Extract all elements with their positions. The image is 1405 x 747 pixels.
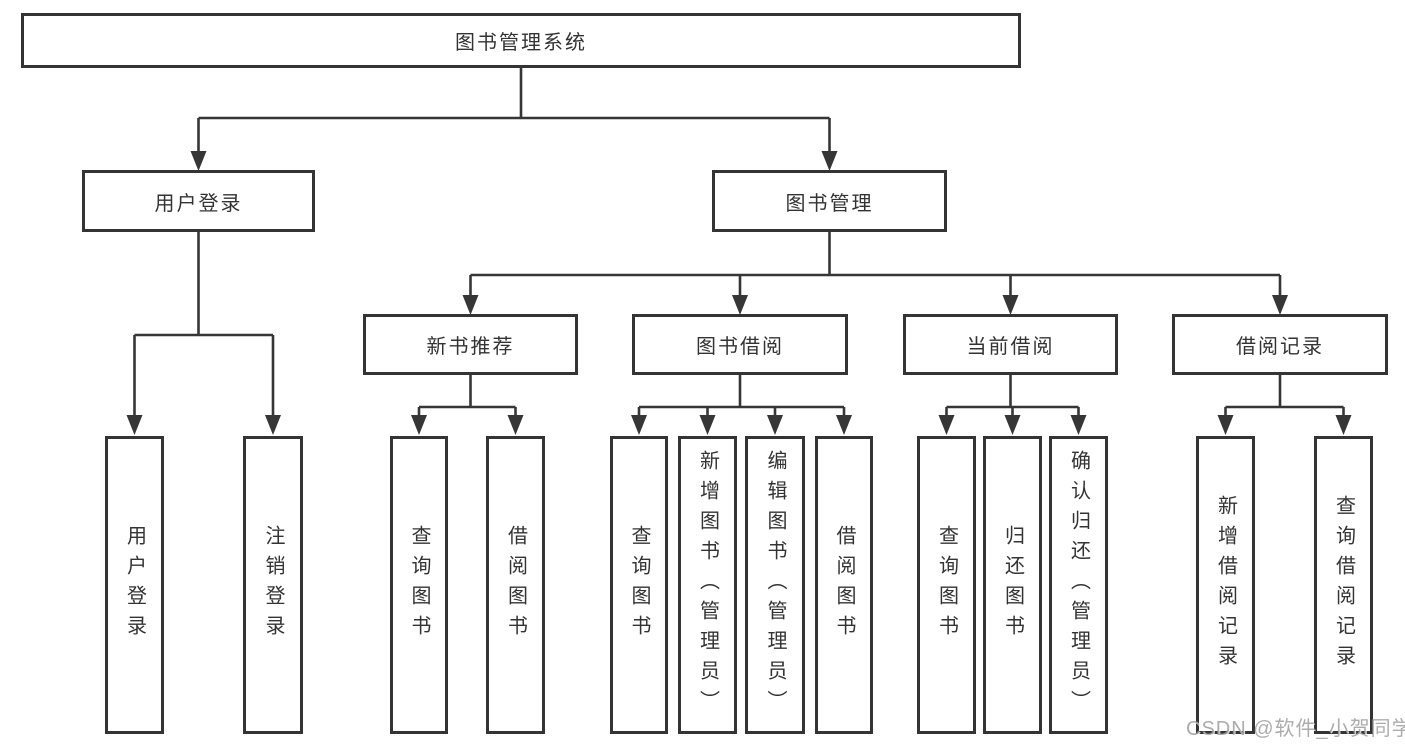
- leaf-query-borrow-record-label: 查询借阅记录: [1332, 495, 1355, 675]
- leaf-user-login-label: 用户登录: [123, 525, 146, 645]
- leaf-query-books-recommend-label: 查询图书: [408, 525, 430, 645]
- node-borrowing-records: 借阅记录: [1172, 314, 1388, 375]
- node-borrowing-records-label: 借阅记录: [1236, 336, 1324, 358]
- node-library-system-label: 图书管理系统: [455, 32, 587, 54]
- leaf-add-borrow-record-label: 新增借阅记录: [1214, 495, 1237, 675]
- node-current-borrowing: 当前借阅: [903, 314, 1118, 375]
- node-new-book-recommend-label: 新书推荐: [426, 336, 515, 358]
- leaf-edit-book-admin-label: 编辑图书（管理员）: [764, 450, 786, 720]
- node-user-login: 用户登录: [82, 170, 315, 232]
- leaf-user-login: 用户登录: [105, 436, 164, 734]
- leaf-query-books-borrowing: 查询图书: [610, 436, 668, 734]
- node-book-borrowing: 图书借阅: [632, 314, 848, 375]
- leaf-borrow-books-borrowing: 借阅图书: [815, 436, 873, 734]
- arrowheads: [126, 151, 1352, 435]
- node-book-management: 图书管理: [712, 170, 947, 232]
- leaf-return-books-label: 归还图书: [1001, 525, 1024, 645]
- leaf-query-books-current-label: 查询图书: [935, 525, 958, 645]
- leaf-logout: 注销登录: [243, 436, 303, 734]
- leaf-query-books-current: 查询图书: [917, 436, 976, 734]
- leaf-add-book-admin-label: 新增图书（管理员）: [696, 450, 719, 720]
- node-book-management-label: 图书管理: [785, 192, 874, 215]
- leaf-confirm-return-admin-label: 确认归还（管理员）: [1067, 450, 1090, 720]
- node-new-book-recommend: 新书推荐: [363, 314, 578, 375]
- node-current-borrowing-label: 当前借阅: [966, 336, 1055, 358]
- leaf-add-book-admin: 新增图书（管理员）: [678, 436, 737, 734]
- node-book-borrowing-label: 图书借阅: [696, 336, 784, 358]
- leaf-borrow-books-recommend-label: 借阅图书: [504, 525, 527, 645]
- leaf-return-books: 归还图书: [983, 436, 1042, 734]
- leaf-logout-label: 注销登录: [262, 525, 284, 645]
- leaf-borrow-books-recommend: 借阅图书: [486, 436, 545, 734]
- leaf-borrow-books-borrowing-label: 借阅图书: [833, 525, 855, 645]
- leaf-query-books-borrowing-label: 查询图书: [628, 525, 650, 645]
- leaf-query-books-recommend: 查询图书: [390, 436, 448, 734]
- leaf-edit-book-admin: 编辑图书（管理员）: [745, 436, 805, 734]
- node-library-system: 图书管理系统: [21, 13, 1021, 68]
- leaf-add-borrow-record: 新增借阅记录: [1196, 436, 1255, 734]
- leaf-query-borrow-record: 查询借阅记录: [1314, 436, 1373, 734]
- watermark: CSDN @软件_小贺同学: [1186, 718, 1405, 740]
- node-user-login-label: 用户登录: [154, 192, 243, 215]
- leaf-confirm-return-admin: 确认归还（管理员）: [1049, 436, 1108, 734]
